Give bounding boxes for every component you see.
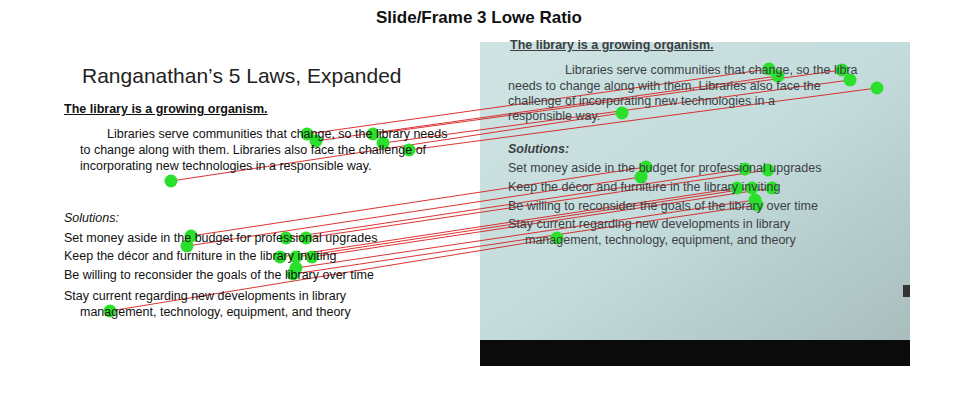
photo-text: needs to change along with them. Librari…: [508, 79, 821, 93]
photo-mark: [903, 285, 910, 297]
photo-text: Stay current regarding new developments …: [508, 217, 790, 231]
photo-border: [480, 340, 910, 366]
photo-text: Be willing to reconsider the goals of th…: [508, 199, 818, 213]
photo-text: Libraries serve communities that change,…: [565, 63, 858, 77]
match-line: [409, 88, 877, 150]
keypoint-dot: [616, 107, 629, 120]
match-line: [373, 70, 842, 134]
photo-frame: [480, 42, 910, 342]
slide-bullet: Stay current regarding new developments …: [64, 288, 420, 320]
figure-title: Slide/Frame 3 Lowe Ratio: [0, 8, 958, 28]
slide-paragraph: Libraries serve communities that change,…: [80, 126, 452, 174]
slide-bullet: Be willing to reconsider the goals of th…: [64, 268, 374, 282]
slide-title: Ranganathan’s 5 Laws, Expanded: [82, 64, 402, 88]
photo-heading: Solutions:: [508, 142, 569, 156]
photo-text: Set money aside in the budget for profes…: [508, 161, 821, 175]
keypoint-dot: [871, 82, 884, 95]
photo-text: management, technology, equipment, and t…: [525, 233, 796, 247]
photo-heading: The library is a growing organism.: [510, 38, 714, 52]
slide-bullet: Keep the décor and furniture in the libr…: [64, 249, 336, 263]
slide-heading: Solutions:: [64, 211, 119, 225]
keypoint-dot: [165, 175, 178, 188]
match-line: [383, 80, 850, 143]
photo-text: challenge of incorporating new technolog…: [508, 94, 775, 108]
slide-bullet: Set money aside in the budget for profes…: [64, 231, 377, 245]
photo-text: Keep the décor and furniture in the libr…: [508, 180, 780, 194]
photo-text: responsible way.: [508, 109, 600, 123]
slide-heading: The library is a growing organism.: [64, 102, 268, 116]
